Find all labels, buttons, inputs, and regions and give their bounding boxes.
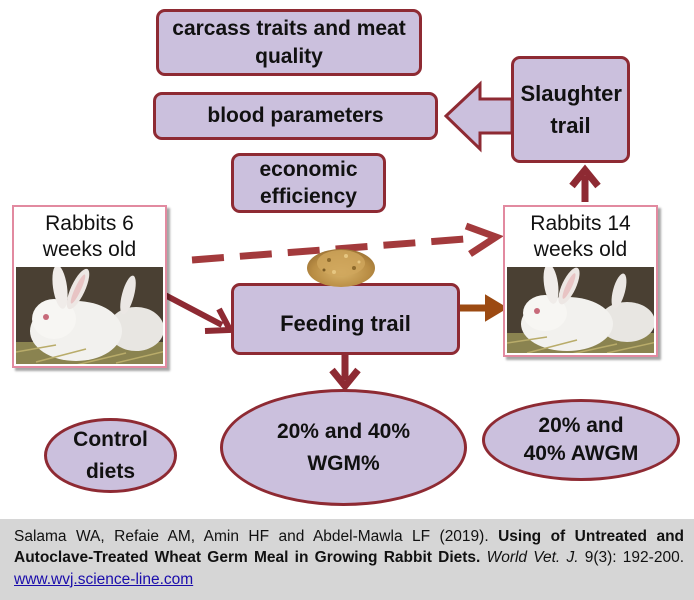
economic-efficiency-box: economic efficiency bbox=[231, 153, 386, 213]
wgm-oval: 20% and 40% WGM% bbox=[220, 389, 467, 506]
to-slaughter-arrow bbox=[569, 164, 601, 202]
awgm-label: 20% and 40% AWGM bbox=[523, 413, 639, 465]
citation-volume: 9(3): 192-200. bbox=[584, 549, 685, 567]
carcass-traits-box: carcass traits and meat quality bbox=[156, 9, 422, 76]
rabbits-photo bbox=[507, 267, 654, 353]
block-arrow bbox=[443, 80, 514, 153]
citation-link[interactable]: www.wvj.science-line.com bbox=[14, 570, 194, 588]
awgm-oval: 20% and 40% AWGM bbox=[482, 399, 680, 481]
control-diets-label: Control diets bbox=[73, 428, 148, 483]
slaughter-trail-box: Slaughter trail bbox=[511, 56, 630, 163]
dashed-arrow bbox=[191, 222, 504, 264]
feeding-trail-label: Feeding trail bbox=[280, 310, 411, 336]
blood-parameters-box: blood parameters bbox=[153, 92, 438, 140]
to-end-card-arrow bbox=[458, 294, 508, 322]
citation-authors: Salama WA, Refaie AM, Amin HF and Abdel-… bbox=[14, 528, 489, 545]
slaughter-trail-label: Slaughter trail bbox=[520, 80, 622, 138]
to-feeding-arrow bbox=[163, 292, 235, 334]
carcass-traits-label: carcass traits and meat quality bbox=[172, 17, 406, 68]
rabbits-6-weeks-label: Rabbits 6 weeks old bbox=[42, 212, 137, 261]
rabbits-photo bbox=[16, 267, 163, 364]
wheat-germ-meal-image bbox=[307, 249, 375, 287]
to-wgm-arrow bbox=[329, 354, 361, 392]
economic-efficiency-label: economic efficiency bbox=[259, 157, 358, 208]
rabbits-6-weeks-card: Rabbits 6 weeks old bbox=[12, 205, 167, 368]
control-diets-oval: Control diets bbox=[44, 418, 177, 493]
citation-title: Using of Untreated and Autoclave-Treated… bbox=[14, 528, 685, 567]
feeding-trail-box: Feeding trail bbox=[231, 283, 460, 355]
blood-parameters-label: blood parameters bbox=[207, 104, 384, 128]
citation-journal: World Vet. J. bbox=[486, 549, 579, 567]
wgm-label: 20% and 40% WGM% bbox=[276, 420, 411, 475]
citation-block: Salama WA, Refaie AM, Amin HF and Abdel-… bbox=[0, 519, 694, 600]
rabbits-14-weeks-card: Rabbits 14 weeks old bbox=[503, 205, 658, 357]
arrows-layer bbox=[163, 80, 601, 392]
rabbits-14-weeks-label: Rabbits 14 weeks old bbox=[530, 212, 631, 261]
